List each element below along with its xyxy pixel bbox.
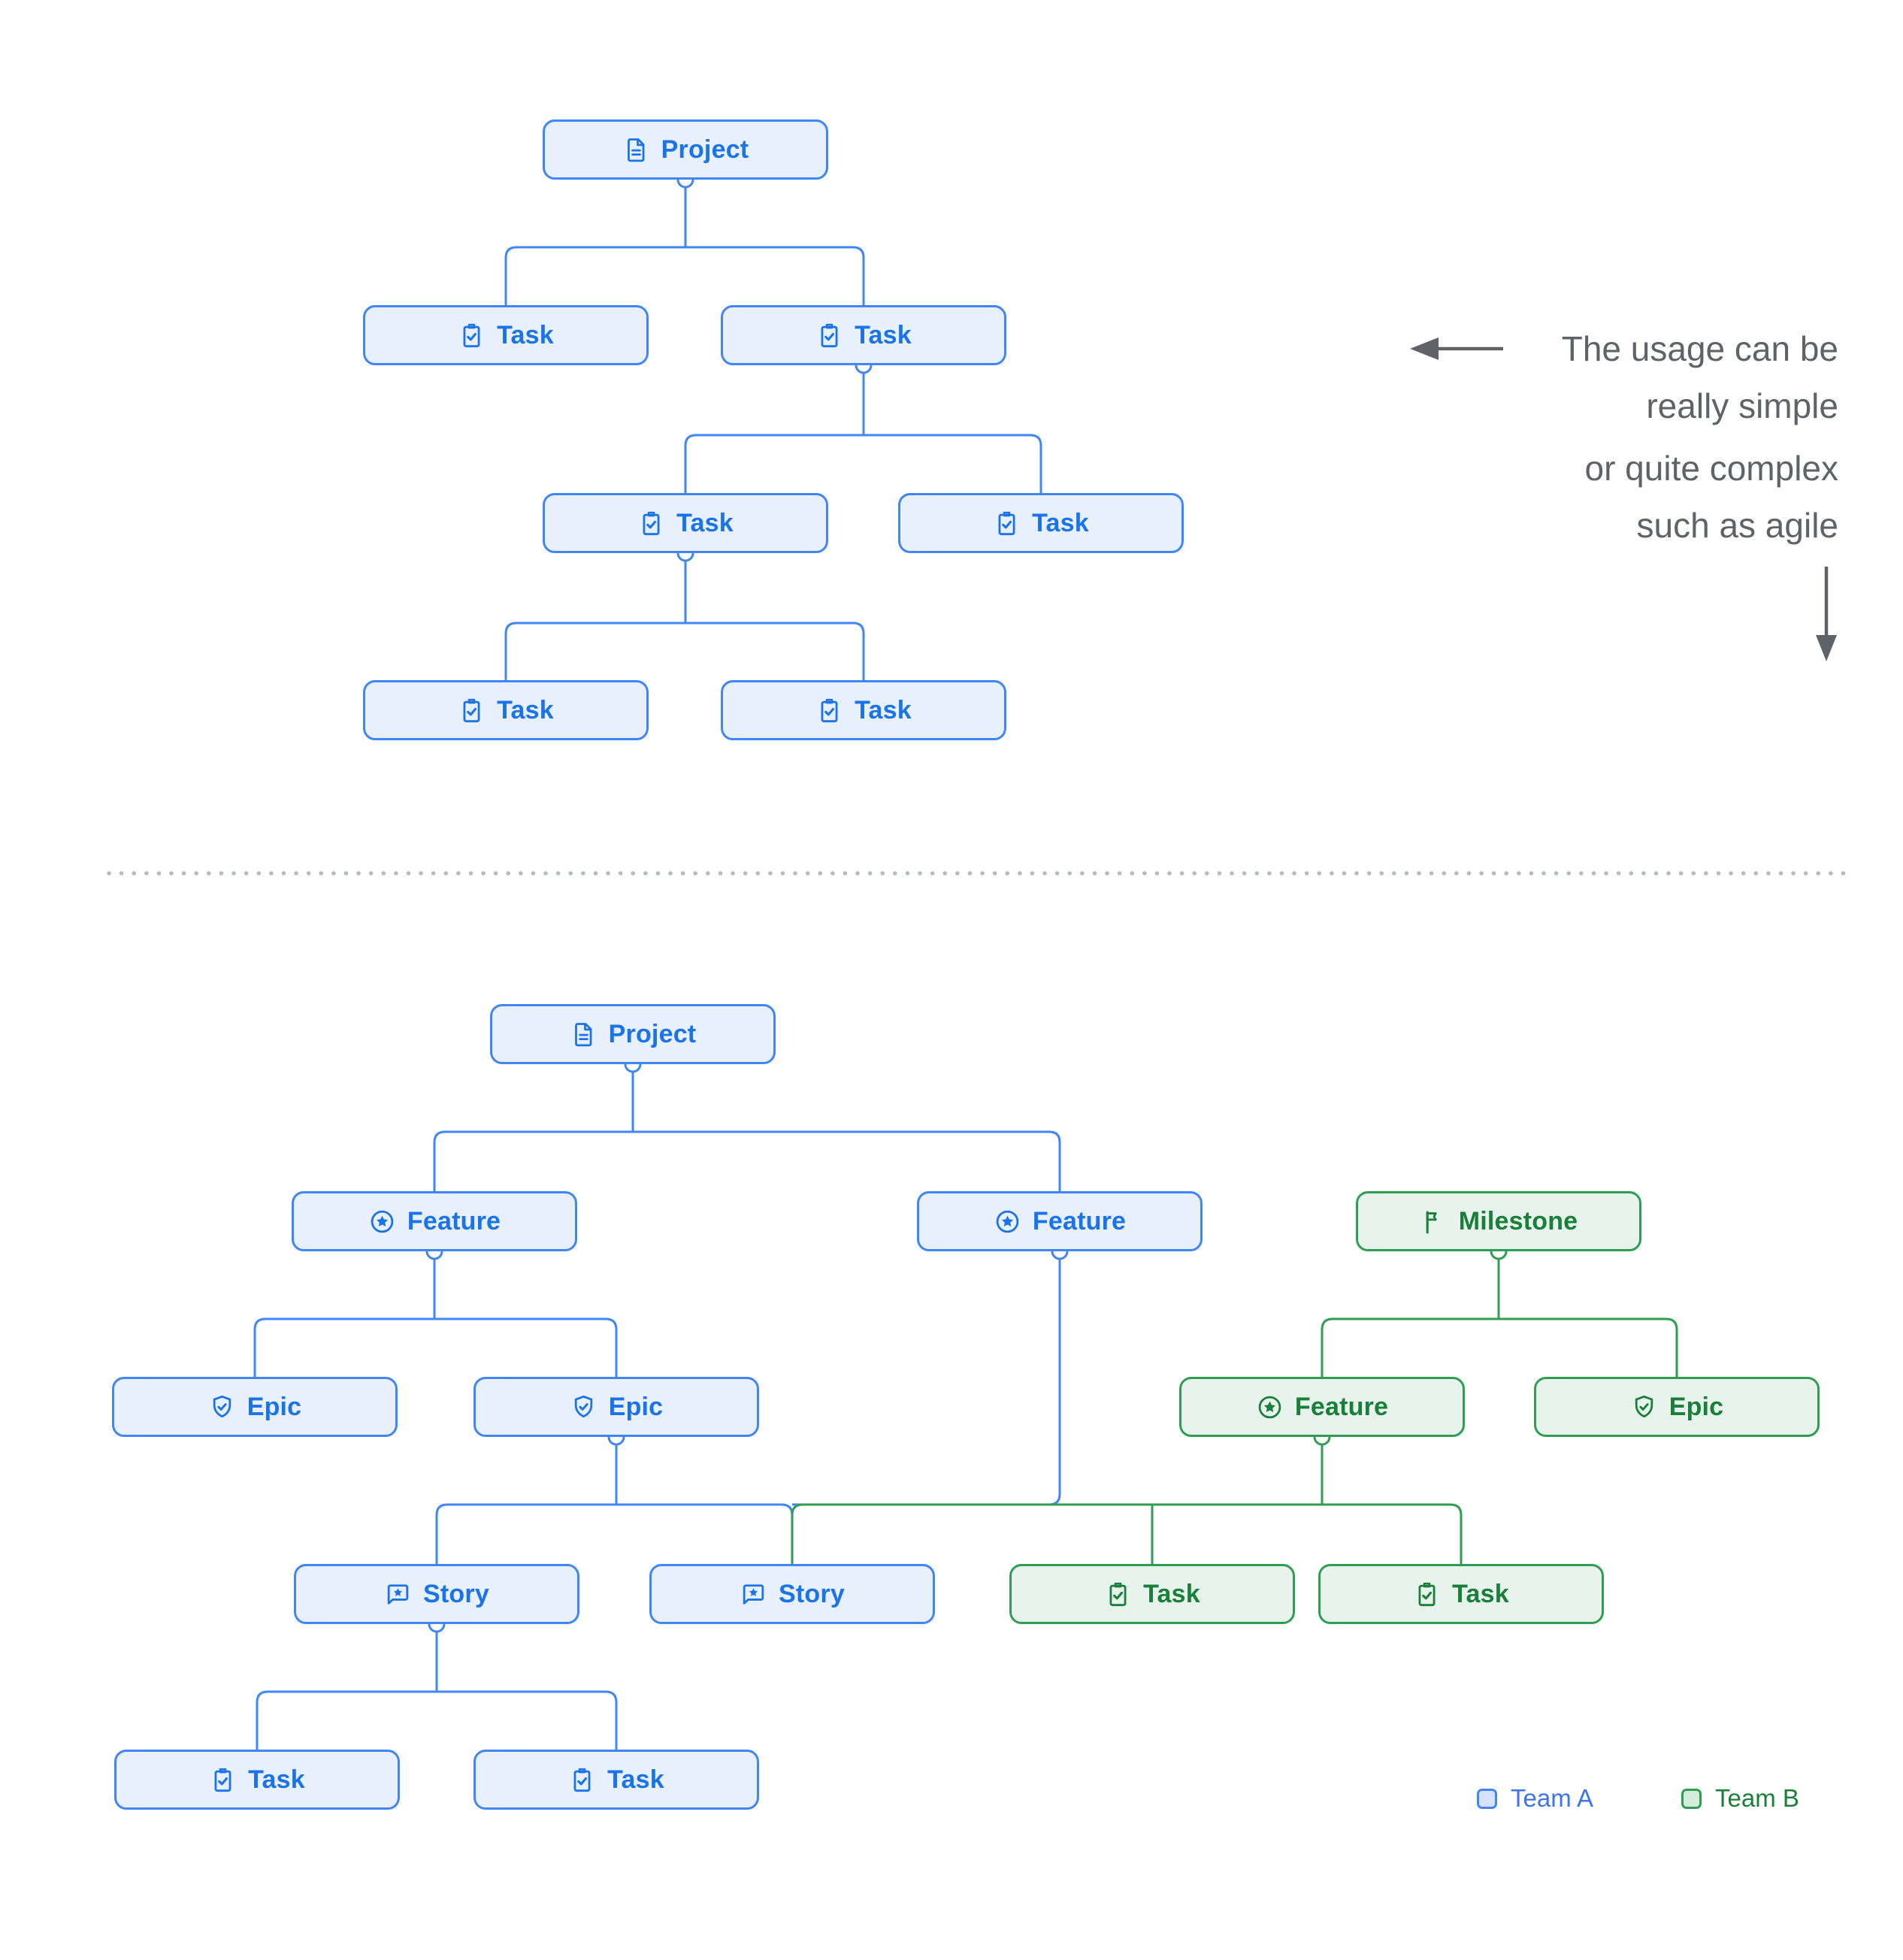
bottom-epic-node-green: Epic <box>1534 1377 1820 1437</box>
clipboard-check-icon <box>209 1766 237 1794</box>
legend-label: Team A <box>1511 1784 1594 1812</box>
node-label: Feature <box>1032 1206 1127 1236</box>
flag-icon <box>1420 1208 1448 1236</box>
shield-check-icon <box>1630 1393 1658 1421</box>
node-label: Task <box>676 508 734 537</box>
node-label: Project <box>661 135 749 164</box>
bottom-story-node-1: Story <box>294 1564 579 1624</box>
clipboard-check-icon <box>568 1766 596 1794</box>
clipboard-check-icon <box>815 697 843 724</box>
down-arrow-icon <box>1816 567 1837 661</box>
top-task-node-4: Task <box>898 493 1184 553</box>
bottom-epic-node-2: Epic <box>473 1377 759 1437</box>
legend-team-b: Team B <box>1681 1784 1799 1813</box>
clipboard-check-icon <box>1413 1580 1441 1608</box>
annotation-complex: or quite complex such as agile <box>1585 440 1839 554</box>
top-task-node-2: Task <box>721 305 1006 365</box>
story-bubble-icon <box>384 1580 412 1608</box>
bottom-story-node-2: Story <box>649 1564 935 1624</box>
bottom-feature-node-2: Feature <box>917 1191 1203 1251</box>
node-label: Project <box>608 1019 697 1048</box>
clipboard-check-icon <box>458 697 486 724</box>
bottom-task-node-1: Task <box>114 1750 400 1810</box>
node-label: Feature <box>407 1206 501 1236</box>
clipboard-check-icon <box>1104 1580 1132 1608</box>
bottom-feature-node-1: Feature <box>292 1191 577 1251</box>
bottom-epic-node-1: Epic <box>112 1377 398 1437</box>
node-label: Epic <box>608 1392 664 1421</box>
story-bubble-icon <box>740 1580 767 1608</box>
legend-label: Team B <box>1715 1784 1799 1812</box>
bottom-task-node-2: Task <box>473 1750 759 1810</box>
shield-check-icon <box>208 1393 236 1421</box>
node-label: Story <box>779 1579 845 1608</box>
node-label: Feature <box>1294 1392 1389 1421</box>
clipboard-check-icon <box>458 322 486 349</box>
team-b-swatch <box>1681 1788 1702 1809</box>
document-icon <box>622 136 650 164</box>
bottom-feature-node-green: Feature <box>1179 1377 1465 1437</box>
node-label: Milestone <box>1458 1206 1578 1236</box>
top-task-node-5: Task <box>363 680 649 740</box>
node-label: Epic <box>1669 1392 1724 1421</box>
annotation-line: or quite complex <box>1584 449 1839 488</box>
node-label: Task <box>855 695 912 724</box>
top-tree-connectors <box>504 187 1042 680</box>
node-label: Task <box>1032 508 1089 537</box>
bottom-task-node-green-2: Task <box>1318 1564 1604 1624</box>
node-label: Task <box>248 1765 305 1794</box>
top-task-node-1: Task <box>363 305 649 365</box>
star-circle-icon <box>994 1208 1021 1236</box>
legend-team-a: Team A <box>1477 1784 1593 1813</box>
document-icon <box>570 1021 598 1048</box>
node-label: Task <box>855 320 912 349</box>
clipboard-check-icon <box>637 510 665 537</box>
left-arrow-icon <box>1410 337 1503 360</box>
bottom-project-node: Project <box>490 1004 776 1064</box>
top-project-node: Project <box>543 119 828 180</box>
node-label: Task <box>497 320 554 349</box>
node-label: Story <box>423 1579 489 1608</box>
annotation-line: really simple <box>1646 386 1838 425</box>
star-circle-icon <box>368 1208 396 1236</box>
node-label: Task <box>1143 1579 1200 1608</box>
annotation-line: The usage can be <box>1561 329 1838 368</box>
shield-check-icon <box>570 1393 598 1421</box>
node-label: Task <box>497 695 554 724</box>
annotation-line: such as agile <box>1636 506 1839 545</box>
top-task-node-6: Task <box>721 680 1006 740</box>
team-a-swatch <box>1477 1788 1497 1809</box>
node-label: Task <box>607 1765 664 1794</box>
bottom-task-node-green-1: Task <box>1009 1564 1295 1624</box>
star-circle-icon <box>1256 1393 1284 1421</box>
top-task-node-3: Task <box>543 493 828 553</box>
bottom-tree-green-connectors <box>791 1259 1678 1564</box>
clipboard-check-icon <box>993 510 1021 537</box>
bottom-milestone-node: Milestone <box>1356 1191 1641 1251</box>
annotation-simple: The usage can be really simple <box>1562 320 1838 434</box>
node-label: Task <box>1452 1579 1509 1608</box>
node-label: Epic <box>247 1392 302 1421</box>
clipboard-check-icon <box>815 322 843 349</box>
